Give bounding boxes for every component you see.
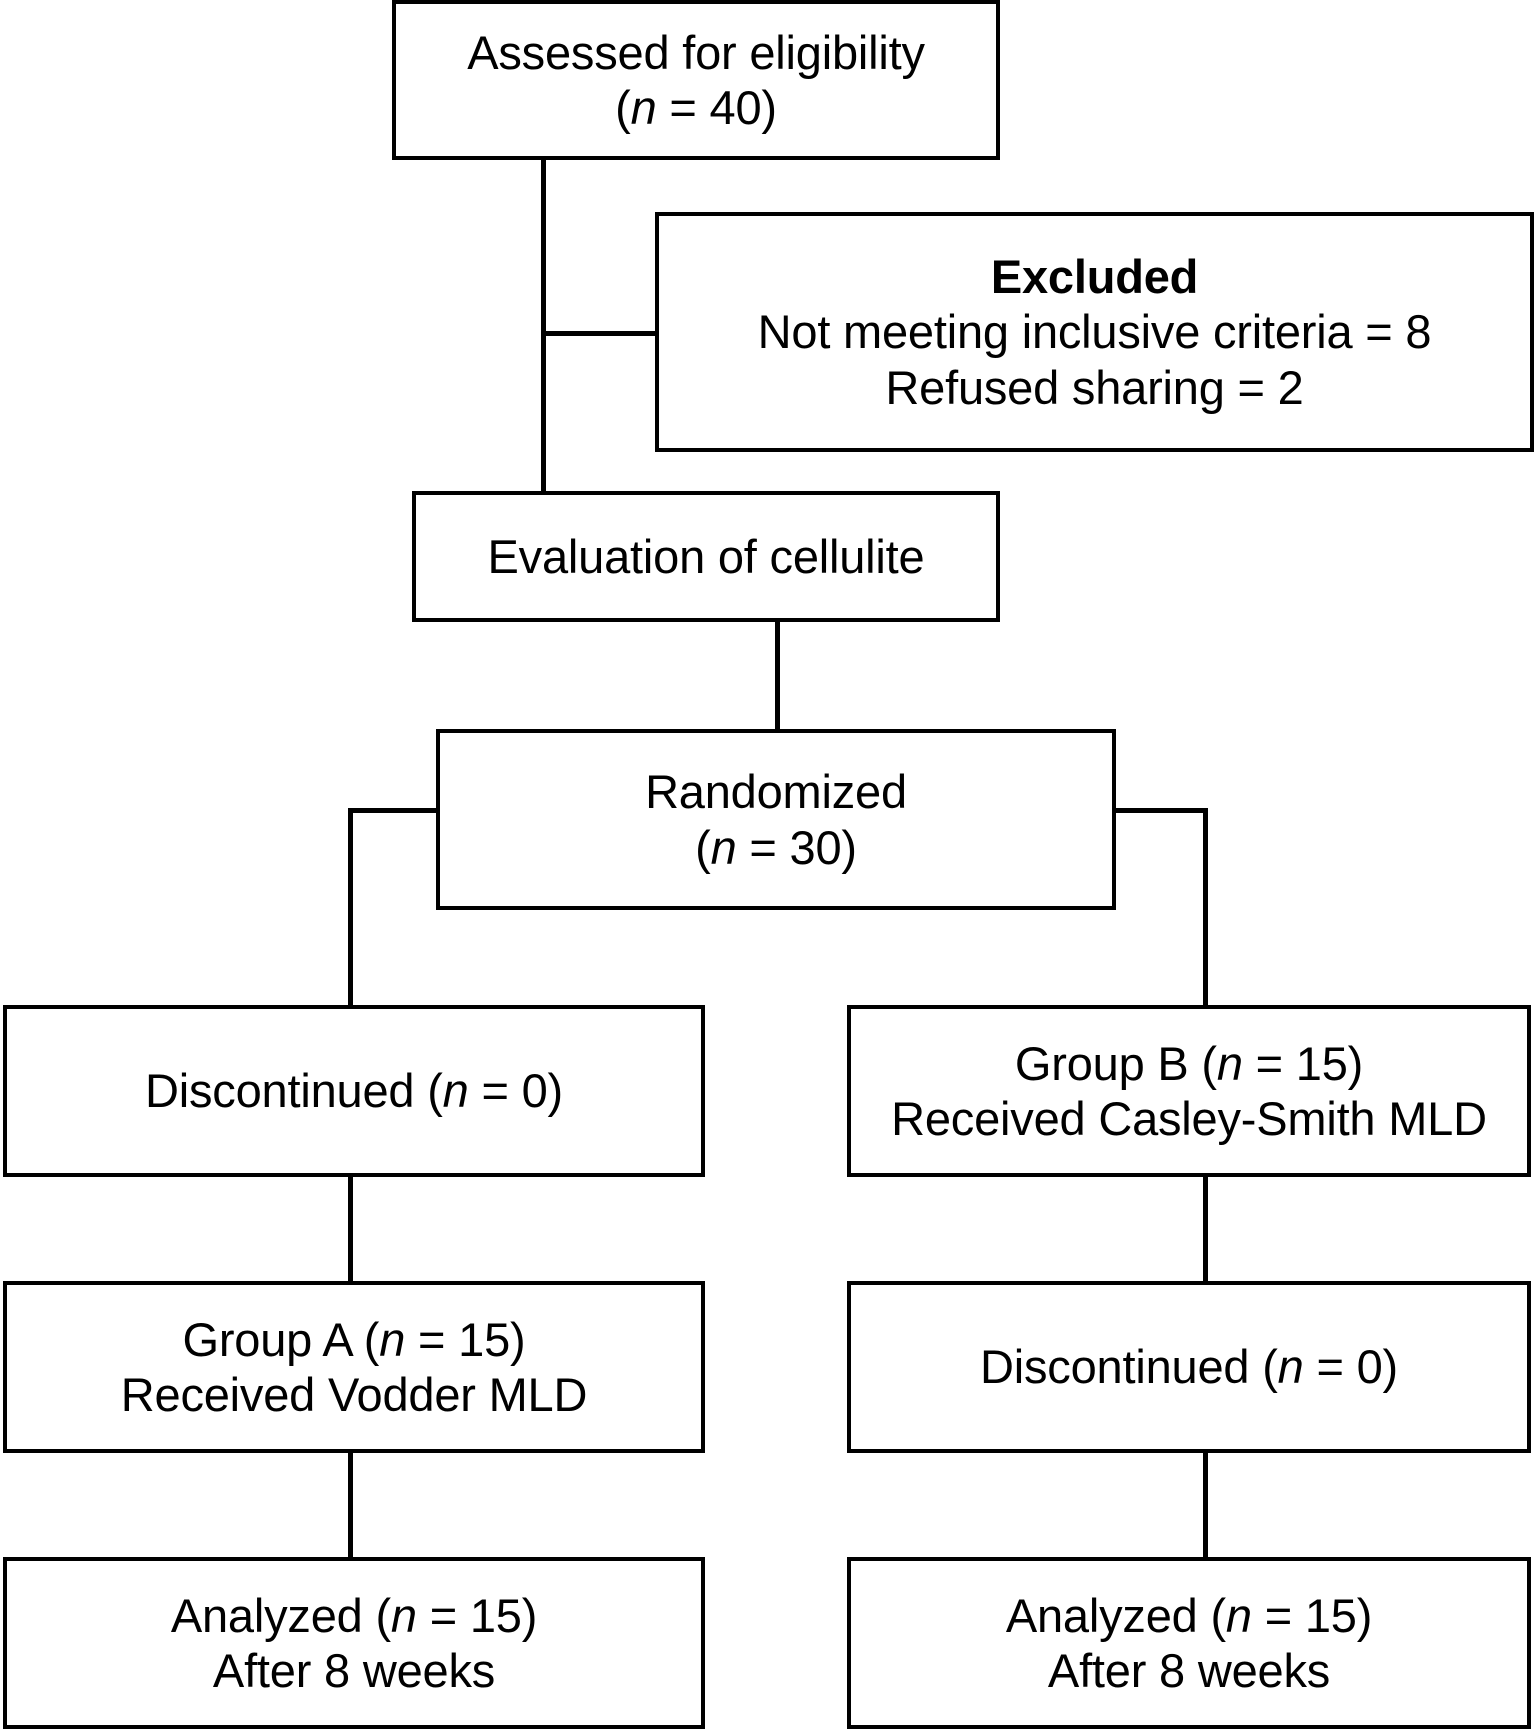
node-excluded[interactable]: Excluded Not meeting inclusive criteria …: [655, 212, 1534, 452]
left-discontinued-text: Discontinued (n = 0): [145, 1064, 563, 1118]
connector-randomized-left-horizontal: [348, 808, 440, 813]
group-b-line-1: Group B (n = 15): [1014, 1036, 1364, 1090]
node-left-analyzed[interactable]: Analyzed (n = 15) After 8 weeks: [3, 1557, 705, 1729]
right-discontinued-text: Discontinued (n = 0): [980, 1340, 1398, 1394]
connector-evaluation-to-randomized: [775, 622, 780, 732]
connector-randomized-right-horizontal: [1112, 808, 1208, 813]
connector-trunk-to-excluded: [541, 331, 659, 336]
group-a-line-1: Group A (n = 15): [182, 1312, 526, 1366]
left-analyzed-line-1: Analyzed (n = 15): [170, 1588, 538, 1642]
right-analyzed-line-1: Analyzed (n = 15): [1005, 1588, 1373, 1642]
node-group-a[interactable]: Group A (n = 15) Received Vodder MLD: [3, 1281, 705, 1453]
connector-right-row2-to-row3: [1203, 1452, 1208, 1562]
node-left-discontinued[interactable]: Discontinued (n = 0): [3, 1005, 705, 1177]
excluded-reason-2: Refused sharing = 2: [885, 360, 1304, 414]
connector-left-row1-to-row2: [348, 1174, 353, 1284]
excluded-reason-1: Not meeting inclusive criteria = 8: [757, 305, 1432, 359]
randomized-line-1: Randomized: [645, 765, 907, 819]
connector-right-row1-to-row2: [1203, 1174, 1208, 1284]
excluded-title: Excluded: [990, 249, 1199, 303]
node-randomized[interactable]: Randomized (n = 30): [436, 729, 1116, 910]
node-assessed-for-eligibility[interactable]: Assessed for eligibility (n = 40): [392, 0, 1000, 160]
connector-left-row2-to-row3: [348, 1452, 353, 1562]
connector-randomized-right-vertical: [1203, 808, 1208, 1008]
left-analyzed-line-2: After 8 weeks: [212, 1644, 496, 1697]
node-right-discontinued[interactable]: Discontinued (n = 0): [847, 1281, 1531, 1453]
node-evaluation-of-cellulite[interactable]: Evaluation of cellulite: [412, 491, 1000, 622]
randomized-line-2: (n = 30): [695, 820, 857, 874]
assessed-line-1: Assessed for eligibility: [467, 25, 925, 79]
right-analyzed-line-2: After 8 weeks: [1047, 1644, 1331, 1697]
node-group-b[interactable]: Group B (n = 15) Received Casley-Smith M…: [847, 1005, 1531, 1177]
connector-assessed-to-evaluation: [541, 157, 546, 497]
evaluation-line-1: Evaluation of cellulite: [487, 529, 925, 583]
assessed-line-2: (n = 40): [615, 81, 777, 134]
node-right-analyzed[interactable]: Analyzed (n = 15) After 8 weeks: [847, 1557, 1531, 1729]
group-b-line-2: Received Casley-Smith MLD: [891, 1092, 1487, 1145]
group-a-line-2: Received Vodder MLD: [120, 1368, 588, 1421]
connector-randomized-left-vertical: [348, 808, 353, 1008]
